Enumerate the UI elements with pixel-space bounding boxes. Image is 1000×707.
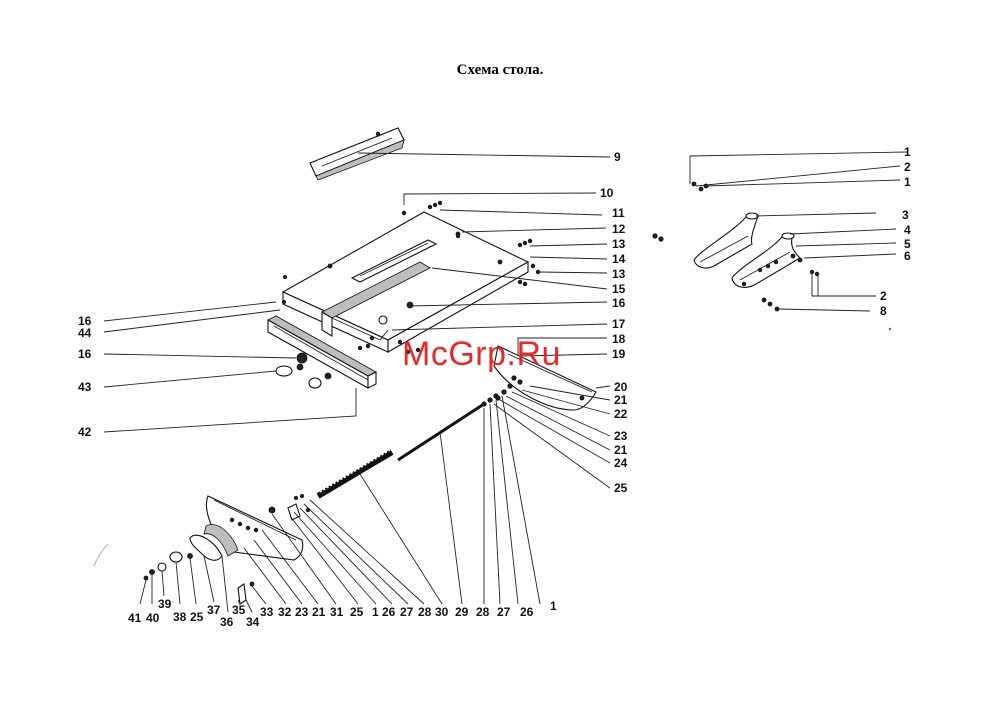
label-2: 2 bbox=[904, 160, 911, 174]
label-33: 33 bbox=[260, 605, 274, 619]
label-2: 2 bbox=[880, 289, 887, 303]
label-29: 29 bbox=[455, 605, 469, 619]
table-body bbox=[281, 211, 530, 353]
label-9: 9 bbox=[614, 150, 621, 164]
part-29-rod bbox=[397, 402, 485, 462]
label-27: 27 bbox=[497, 605, 511, 619]
label-25: 25 bbox=[190, 610, 204, 624]
label-38: 38 bbox=[173, 610, 187, 624]
label-10: 10 bbox=[600, 186, 614, 200]
part-20-sector bbox=[493, 345, 597, 411]
label-12: 12 bbox=[612, 222, 626, 236]
label-31: 31 bbox=[330, 605, 344, 619]
label-37: 37 bbox=[207, 603, 221, 617]
label-5: 5 bbox=[904, 237, 911, 251]
leader-9 bbox=[357, 152, 611, 158]
label-36: 36 bbox=[220, 615, 234, 629]
label-30: 30 bbox=[435, 605, 449, 619]
label-28: 28 bbox=[476, 605, 490, 619]
part-labels: 1 2 1 3 4 5 6 2 8 9 10 11 12 13 14 13 15… bbox=[78, 145, 911, 629]
label-15: 15 bbox=[612, 282, 626, 296]
label-21: 21 bbox=[312, 605, 326, 619]
label-3: 3 bbox=[902, 208, 909, 222]
label-23: 23 bbox=[614, 429, 628, 443]
table-fasteners bbox=[281, 200, 664, 355]
label-6: 6 bbox=[904, 249, 911, 263]
label-1: 1 bbox=[904, 145, 911, 159]
part-42-rail bbox=[267, 315, 377, 389]
part-30-threaded-rod bbox=[316, 449, 394, 499]
label-1: 1 bbox=[904, 175, 911, 189]
label-43: 43 bbox=[78, 380, 92, 394]
label-26: 26 bbox=[520, 605, 534, 619]
bottom-leaders bbox=[139, 393, 541, 613]
label-26: 26 bbox=[382, 605, 396, 619]
label-23: 23 bbox=[295, 605, 309, 619]
bracket-leaders bbox=[689, 151, 909, 312]
label-14: 14 bbox=[612, 252, 626, 266]
label-4: 4 bbox=[904, 223, 911, 237]
label-39: 39 bbox=[158, 597, 172, 611]
label-19: 19 bbox=[612, 347, 626, 361]
label-25: 25 bbox=[614, 481, 628, 495]
left-leaders bbox=[103, 301, 357, 433]
label-21: 21 bbox=[614, 443, 628, 457]
label-25: 25 bbox=[350, 605, 364, 619]
sector-leaders bbox=[493, 385, 611, 489]
label-1: 1 bbox=[372, 605, 379, 619]
label-28: 28 bbox=[418, 605, 432, 619]
watermark: McGrp.Ru bbox=[402, 335, 561, 373]
label-32: 32 bbox=[278, 605, 292, 619]
label-42: 42 bbox=[78, 425, 92, 439]
part-37-segment bbox=[189, 534, 223, 561]
part-36-gear-segment bbox=[203, 524, 239, 557]
label-41: 41 bbox=[128, 611, 142, 625]
part-9-plate bbox=[309, 127, 405, 181]
label-20: 20 bbox=[614, 380, 628, 394]
bracket-fasteners bbox=[691, 181, 820, 312]
label-24: 24 bbox=[614, 456, 628, 470]
label-17: 17 bbox=[612, 317, 626, 331]
label-11: 11 bbox=[612, 206, 625, 220]
table-leaders bbox=[391, 192, 608, 372]
diagram-title: Схема стола. bbox=[456, 62, 544, 78]
label-21: 21 bbox=[614, 393, 628, 407]
label-35: 35 bbox=[232, 603, 246, 617]
part-4-bracket bbox=[731, 232, 801, 288]
label-44: 44 bbox=[78, 326, 92, 340]
label-13: 13 bbox=[612, 267, 626, 281]
label-18: 18 bbox=[612, 332, 626, 346]
label-13: 13 bbox=[612, 237, 626, 251]
label-8: 8 bbox=[880, 304, 887, 318]
label-16: 16 bbox=[78, 347, 92, 361]
label-34: 34 bbox=[246, 615, 260, 629]
label-1: 1 bbox=[550, 599, 557, 613]
label-27: 27 bbox=[400, 605, 414, 619]
part-3-bracket bbox=[693, 212, 759, 269]
label-40: 40 bbox=[146, 611, 160, 625]
label-16: 16 bbox=[78, 314, 92, 328]
scan-marks bbox=[93, 327, 892, 567]
label-16: 16 bbox=[612, 296, 626, 310]
label-22: 22 bbox=[614, 407, 628, 421]
